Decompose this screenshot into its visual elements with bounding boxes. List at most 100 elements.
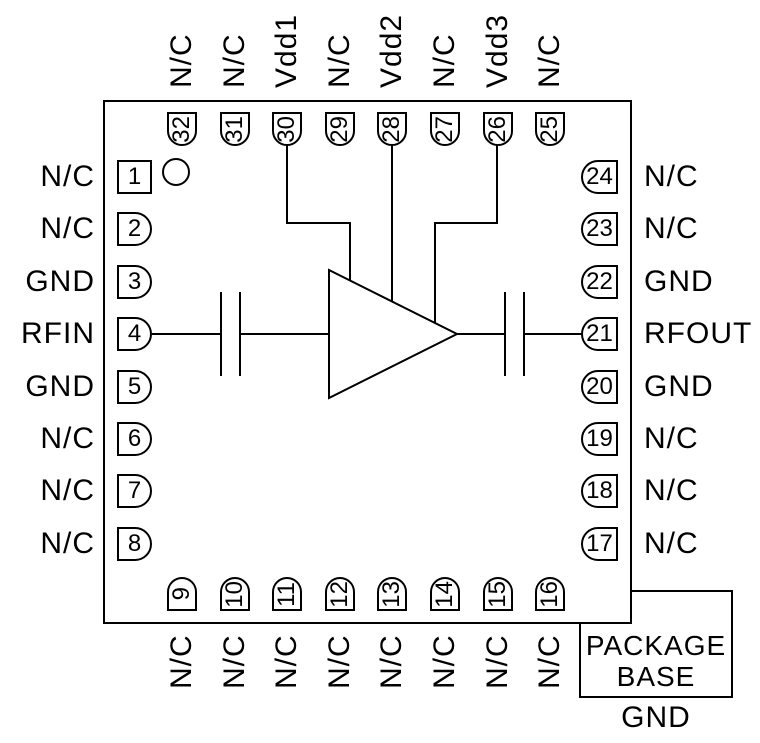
- pin-1: 1: [117, 160, 152, 194]
- pin-6: 6: [117, 422, 152, 456]
- pin-number: 32: [168, 115, 195, 143]
- pin-23: 23: [581, 212, 618, 247]
- pin-number: 11: [273, 581, 301, 607]
- pin-32: 32: [167, 112, 197, 146]
- pin-number: 2: [127, 215, 142, 243]
- pin-21: 21: [581, 317, 618, 352]
- pin-9: 9: [167, 577, 197, 611]
- pin-29: 29: [324, 112, 355, 146]
- package-base-line2: BASE: [616, 661, 696, 692]
- pin-number: 12: [325, 580, 353, 608]
- pin-25: 25: [535, 112, 566, 146]
- pin-13-label: N/C: [375, 634, 409, 689]
- pin-4-label: RFIN: [21, 317, 95, 351]
- pin-number: 26: [483, 115, 511, 143]
- pin-number: 16: [536, 580, 564, 608]
- pin-25-label: N/C: [533, 33, 567, 88]
- pin-number: 13: [378, 580, 406, 608]
- pin-21-label: RFOUT: [644, 317, 753, 351]
- pin-6-label: N/C: [40, 422, 95, 455]
- pin-7: 7: [117, 474, 152, 509]
- pin-28: 28: [377, 112, 408, 146]
- pin-14: 14: [430, 577, 460, 611]
- pin-13: 13: [377, 577, 408, 611]
- pin-32-label: N/C: [165, 33, 198, 88]
- pin-26: 26: [482, 112, 513, 146]
- pin-2-label: N/C: [40, 212, 95, 246]
- pin-number: 1: [127, 163, 142, 190]
- pin-26-label: Vdd3: [480, 13, 514, 88]
- pin-16: 16: [535, 577, 566, 611]
- pin-30: 30: [272, 112, 303, 146]
- pin-28-label: Vdd2: [375, 13, 409, 88]
- pin-number: 17: [586, 529, 613, 557]
- pin-7-label: N/C: [40, 474, 95, 508]
- pin-27: 27: [430, 112, 460, 146]
- pin-19-label: N/C: [644, 422, 699, 455]
- input-capacitor-icon: [220, 292, 241, 376]
- pin-number: 30: [273, 115, 301, 143]
- amplifier-icon: [328, 268, 460, 400]
- pin-number: 10: [220, 580, 248, 608]
- pin-5-label: GND: [25, 369, 95, 403]
- pin-12-label: N/C: [322, 634, 356, 689]
- pin-29-label: N/C: [322, 33, 356, 88]
- pin-3-label: GND: [25, 264, 95, 298]
- pin-11-label: N/C: [270, 634, 304, 689]
- pin-number: 3: [127, 267, 142, 295]
- pin-number: 9: [168, 587, 195, 601]
- output-capacitor-icon: [504, 292, 525, 376]
- pin-17-label: N/C: [644, 526, 699, 560]
- pin-number: 6: [127, 425, 142, 452]
- pin-23-label: N/C: [644, 212, 699, 246]
- pin-17: 17: [581, 526, 618, 561]
- pin-10: 10: [219, 577, 250, 611]
- pin-10-label: N/C: [217, 634, 251, 689]
- pin-31-label: N/C: [217, 33, 251, 88]
- pin-3: 3: [117, 264, 152, 299]
- pin-27-label: N/C: [428, 33, 461, 88]
- pin-22: 22: [581, 264, 618, 299]
- package-base-line1: PACKAGE: [585, 630, 727, 661]
- vdd3-trace: [434, 145, 498, 330]
- pin-18: 18: [581, 474, 618, 509]
- pin-number: 19: [586, 425, 613, 452]
- pin-14-label: N/C: [428, 634, 461, 689]
- pin-number: 14: [431, 580, 458, 608]
- package-base-gnd-label: GND: [621, 701, 691, 734]
- pin-22-label: GND: [644, 264, 714, 298]
- pin-number: 5: [127, 372, 142, 400]
- pin-number: 20: [586, 372, 613, 400]
- pin-number: 18: [586, 477, 613, 505]
- pin-15: 15: [482, 577, 513, 611]
- pin-20: 20: [581, 369, 618, 404]
- pin-5: 5: [117, 369, 152, 404]
- pin-19: 19: [581, 422, 618, 456]
- pin-number: 7: [127, 477, 142, 505]
- pin-number: 23: [586, 215, 613, 243]
- pin1-indicator-icon: [162, 158, 190, 186]
- pin-number: 25: [536, 115, 564, 143]
- pin-18-label: N/C: [644, 474, 699, 508]
- pin-20-label: GND: [644, 369, 714, 403]
- pin-1-label: N/C: [40, 160, 95, 193]
- pin-number: 4: [127, 320, 142, 348]
- pin-number: 21: [586, 320, 613, 348]
- pin-number: 31: [220, 115, 248, 143]
- pin-24-label: N/C: [644, 160, 699, 193]
- pin-number: 22: [586, 267, 613, 295]
- pin-2: 2: [117, 212, 152, 247]
- pin-number: 8: [127, 529, 142, 557]
- pin-number: 29: [325, 115, 353, 143]
- pin-11: 11: [272, 577, 303, 611]
- vdd1-trace: [286, 145, 351, 290]
- pin-number: 28: [378, 115, 406, 143]
- pin-31: 31: [219, 112, 250, 146]
- pin-16-label: N/C: [533, 634, 567, 689]
- pin-15-label: N/C: [480, 634, 514, 689]
- pin-8-label: N/C: [40, 526, 95, 560]
- pin-number: 15: [483, 580, 511, 608]
- pin-24: 24: [581, 160, 618, 194]
- pin-number: 27: [431, 115, 458, 143]
